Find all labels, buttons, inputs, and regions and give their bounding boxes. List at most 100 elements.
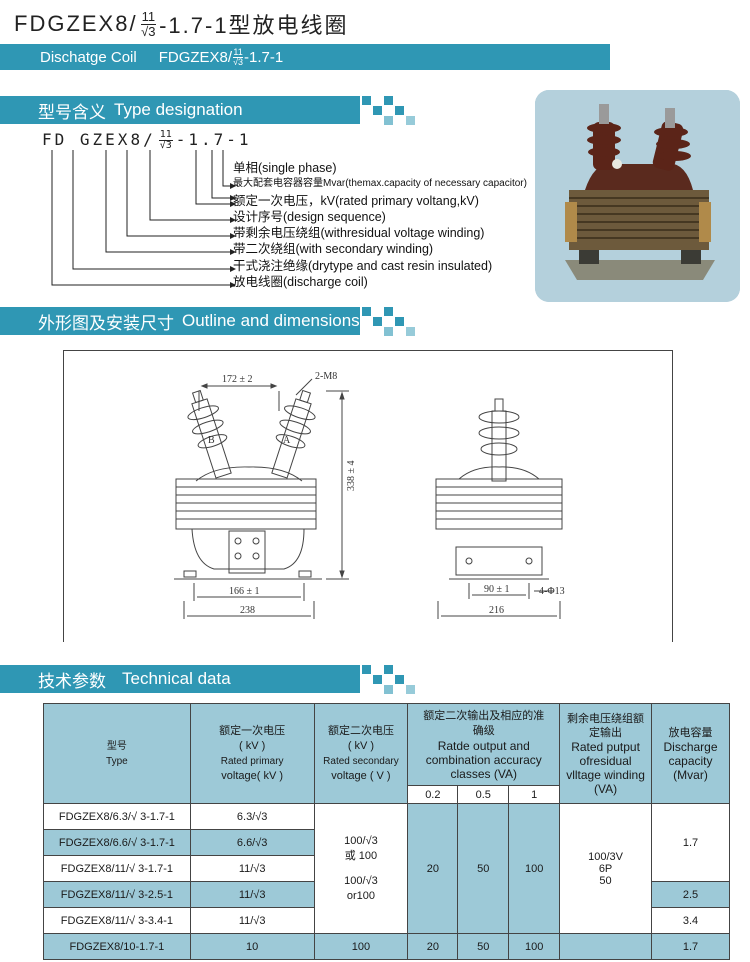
product-photo (535, 90, 740, 302)
cell-capacity: 3.4 (651, 907, 730, 934)
secondary-line: 100/√3 (344, 874, 378, 887)
section-outline-bar: 外形图及安装尺寸 Outline and dimensions (0, 307, 360, 335)
cell-primary: 11/√3 (189, 881, 315, 908)
technical-data-table: 型号 Type 额定一次电压 ( kV ) Rated primary volt… (43, 703, 730, 960)
dim-bolt-label: 2-M8 (315, 371, 337, 382)
header-type-cn: 型号 (106, 740, 127, 752)
header-residual-cn: 剩余电压绕组额定输出 (567, 712, 645, 739)
code-suffix: -1.7-1 (175, 130, 252, 149)
residual-line: 100/3V (588, 850, 623, 863)
designation-line: 最大配套电容器容量Mvar(themax.capacity of necessa… (233, 178, 527, 190)
section-tech-en: Technical data (122, 669, 231, 688)
cell-acc-merged: 50 (457, 803, 510, 934)
cell-residual (559, 933, 652, 960)
cell-type: FDGZEX8/6.3/√ 3-1.7-1 (43, 803, 191, 830)
header-secondary-en2: voltage ( V ) (331, 769, 391, 782)
header-secondary-en: Rated secondary (323, 755, 399, 767)
header-acc-col: 0.5 (457, 785, 510, 804)
section-designation-cn: 型号含义 (38, 102, 106, 122)
mark-b: B (208, 435, 215, 446)
code-ex8: EX8/ (105, 130, 156, 149)
section-designation-en: Type designation (114, 100, 243, 119)
section-designation-bar: 型号含义 Type designation (0, 96, 360, 124)
designation-line: 带二次绕组(with secondary winding) (233, 242, 434, 257)
code-gz: GZ (79, 130, 106, 149)
header-acc-col: 0.2 (407, 785, 459, 804)
designation-line: 额定一次电压，kV(rated primary voltang,kV) (233, 193, 479, 208)
cell-secondary: 100 (313, 933, 409, 960)
cell-type: FDGZEX8/10-1.7-1 (43, 933, 191, 960)
dim-width2-label: 216 (489, 605, 504, 616)
cell-residual-merged: 100/3V 6P 50 (559, 803, 652, 934)
header-accuracy: 额定二次输出及相应的准确级 Ratde output and combinati… (407, 703, 561, 786)
cell-type: FDGZEX8/11/√ 3-2.5-1 (43, 881, 191, 908)
secondary-line: 或 100 (344, 849, 378, 862)
residual-line: 6P (598, 862, 613, 875)
header-primary-cn: 额定一次电压 (219, 724, 286, 737)
dim-base1-label: 166 ± 1 (229, 586, 260, 597)
header-capacity: 放电容量 Discharge capacity (Mvar) (651, 703, 730, 804)
subtitle-en: Dischatge Coil (40, 48, 137, 66)
section-outline-en: Outline and dimensions (182, 311, 360, 330)
header-secondary: 额定二次电压 ( kV ) Rated secondary voltage ( … (313, 703, 409, 804)
designation-line: 单相(single phase) (233, 161, 337, 175)
outline-drawing-frame: 172 ± 2 2-M8 338 ± 4 166 ± 1 238 90 ± 1 … (63, 350, 673, 645)
header-primary: 额定一次电压 ( kV ) Rated primary voltage( kV … (189, 703, 315, 804)
subtitle-bar: Dischatge Coil FDGZEX8/ 11 √3 -1.7-1 (0, 44, 610, 70)
cell-type: FDGZEX8/11/√ 3-1.7-1 (43, 855, 191, 882)
title-prefix: FDGZEX8/ (14, 11, 138, 36)
subtitle-frac-den: √3 (233, 56, 244, 67)
cell-capacity: 1.7 (651, 933, 730, 960)
subtitle-model-suffix: -1.7-1 (244, 48, 284, 66)
header-capacity-cn: 放电容量 (668, 726, 713, 739)
code-fraction: 11√3 (158, 130, 173, 151)
cell-primary: 11/√3 (189, 855, 315, 882)
cell-acc: 100 (508, 933, 561, 960)
cell-capacity-merged: 1.7 (651, 803, 730, 882)
title-fraction: 11 √3 (140, 8, 157, 39)
subtitle-frac-num: 11 (233, 46, 243, 58)
cell-secondary-merged: 100/√3 或 100 100/√3 or100 (313, 803, 409, 934)
table-row: FDGZEX8/11/√ 3-2.5-1 11/√3 2.5 (43, 881, 730, 908)
cell-acc: 50 (457, 933, 510, 960)
section-outline-cn: 外形图及安装尺寸 (38, 313, 174, 333)
table-row: FDGZEX8/6.3/√ 3-1.7-1 6.3/√3 100/√3 或 10… (43, 803, 730, 934)
mark-a: A (283, 435, 291, 446)
code-fd: FD (42, 130, 68, 149)
page-title: FDGZEX8/ 11 √3 -1.7-1型放电线圈 (14, 6, 349, 42)
header-primary-unit: ( kV ) (239, 739, 266, 752)
header-acc-col: 1 (508, 785, 561, 804)
cell-capacity: 2.5 (651, 881, 730, 908)
header-type: 型号 Type (43, 703, 191, 804)
subtitle-model-prefix: FDGZEX8/ (158, 48, 233, 66)
cell-primary: 10 (189, 933, 315, 960)
cell-type: FDGZEX8/11/√ 3-3.4-1 (43, 907, 191, 934)
secondary-line: or100 (346, 889, 376, 902)
dim-hole-label: 4-Φ13 (539, 586, 565, 597)
subtitle-fraction: 11 √3 (233, 46, 244, 67)
header-residual-en: Rated putput ofresidual vlltage winding … (566, 739, 645, 796)
title-frac-num: 11 (140, 8, 157, 25)
header-accuracy-en: Ratde output and combination accuracy cl… (425, 738, 542, 781)
header-secondary-unit: ( kV ) (347, 739, 375, 752)
designation-line: 设计序号(design sequence) (233, 209, 386, 224)
cell-primary: 11/√3 (189, 907, 315, 934)
dim-height-label: 338 ± 4 (346, 461, 357, 492)
header-secondary-cn: 额定二次电压 (327, 724, 394, 737)
title-suffix: -1.7-1型放电线圈 (159, 13, 349, 38)
designation-leader-lines (51, 150, 236, 288)
residual-line: 50 (599, 874, 612, 887)
decor-squares-1 (362, 96, 422, 126)
header-accuracy-cn: 额定二次输出及相应的准确级 (423, 709, 545, 737)
cell-primary: 6.3/√3 (189, 803, 315, 830)
header-type-en: Type (106, 755, 128, 767)
section-tech-cn: 技术参数 (38, 671, 106, 691)
dim-width1-label: 238 (240, 605, 255, 616)
cell-type: FDGZEX8/6.6/√ 3-1.7-1 (43, 829, 191, 856)
cell-primary: 6.6/√3 (189, 829, 315, 856)
header-capacity-en: Discharge capacity (Mvar) (663, 739, 718, 782)
table-row: FDGZEX8/10-1.7-1 10 100 20 50 100 1.7 (43, 933, 730, 960)
dim-top-label: 172 ± 2 (222, 374, 253, 385)
designation-legend: 单相(single phase) 最大配套电容器容量Mvar(themax.ca… (233, 160, 527, 290)
designation-line: 放电线圈(discharge coil) (233, 275, 368, 290)
